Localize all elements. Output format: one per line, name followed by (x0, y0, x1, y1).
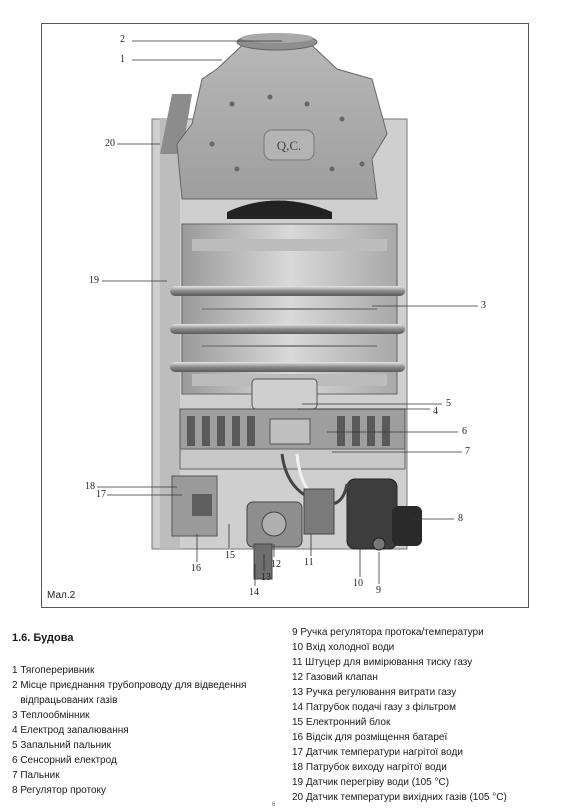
callout-2: 2 (120, 34, 125, 45)
list-item: 4 Електрод запалювання (12, 725, 129, 736)
section-title: 1.6. Будова (12, 632, 74, 644)
parts-list-left: 1 Тягопереривник 2 Місце приєднання труб… (12, 663, 246, 798)
page-number: 6 (272, 802, 276, 808)
parts-list-right: 9 Ручка регулятора протока/температури 1… (292, 625, 507, 805)
callout-20: 20 (105, 138, 115, 149)
list-item: 8 Регулятор протоку (12, 785, 107, 796)
list-item: 7 Пальник (12, 770, 60, 781)
list-item: 9 Ручка регулятора протока/температури (292, 627, 484, 638)
list-item: 17 Датчик температури нагрітої води (292, 747, 463, 758)
heater-illustration: Q,C. (97, 33, 478, 586)
list-item: 1 Тягопереривник (12, 665, 95, 676)
list-item: відпрацьованих газів (12, 695, 118, 706)
list-item: 12 Газовий клапан (292, 672, 378, 683)
list-item: 3 Теплообмінник (12, 710, 90, 721)
callout-6: 6 (462, 426, 467, 437)
callout-11: 11 (304, 557, 314, 568)
callout-8: 8 (458, 513, 463, 524)
list-item: 20 Датчик температури вихідних газів (10… (292, 792, 507, 803)
list-item: 15 Електронний блок (292, 717, 391, 728)
list-item: 13 Ручка регулювання витрати газу (292, 687, 457, 698)
callout-5: 5 (446, 398, 451, 409)
valve-assembly (171, 453, 422, 580)
callout-3: 3 (481, 300, 486, 311)
brand-logo: Q,C. (277, 138, 302, 153)
list-item: 10 Вхід холодної води (292, 642, 395, 653)
callout-17: 17 (96, 489, 106, 500)
list-item: 6 Сенсорний електрод (12, 755, 117, 766)
leader-lines (97, 40, 478, 586)
callout-4: 4 (433, 406, 438, 417)
list-item: 11 Штуцер для вимірювання тиску газу (292, 657, 473, 668)
callout-9: 9 (376, 585, 381, 596)
callout-18: 18 (85, 481, 95, 492)
list-item: 2 Місце приєднання трубопроводу для відв… (12, 680, 247, 691)
draft-hood: Q,C. (176, 33, 388, 219)
callout-19: 19 (89, 275, 99, 286)
heat-exchanger (170, 223, 405, 395)
list-item: 16 Відсік для розміщення батареї (292, 732, 448, 743)
callout-13: 13 (261, 572, 271, 583)
figure-caption: Мал.2 (47, 590, 76, 601)
list-item: 18 Патрубок виходу нагрітої води (292, 762, 447, 773)
burner (179, 378, 406, 470)
callout-12: 12 (271, 559, 281, 570)
callout-1: 1 (120, 54, 125, 65)
callout-16: 16 (191, 563, 201, 574)
list-item: 19 Датчик перегріву води (105 °C) (292, 777, 450, 788)
callout-14: 14 (249, 587, 259, 598)
callout-7: 7 (465, 446, 470, 457)
callout-10: 10 (353, 578, 363, 589)
callout-15: 15 (225, 550, 235, 561)
list-item: 5 Запальний пальник (12, 740, 111, 751)
figure-frame: Q,C. (41, 23, 529, 608)
list-item: 14 Патрубок подачі газу з фільтром (292, 702, 456, 713)
